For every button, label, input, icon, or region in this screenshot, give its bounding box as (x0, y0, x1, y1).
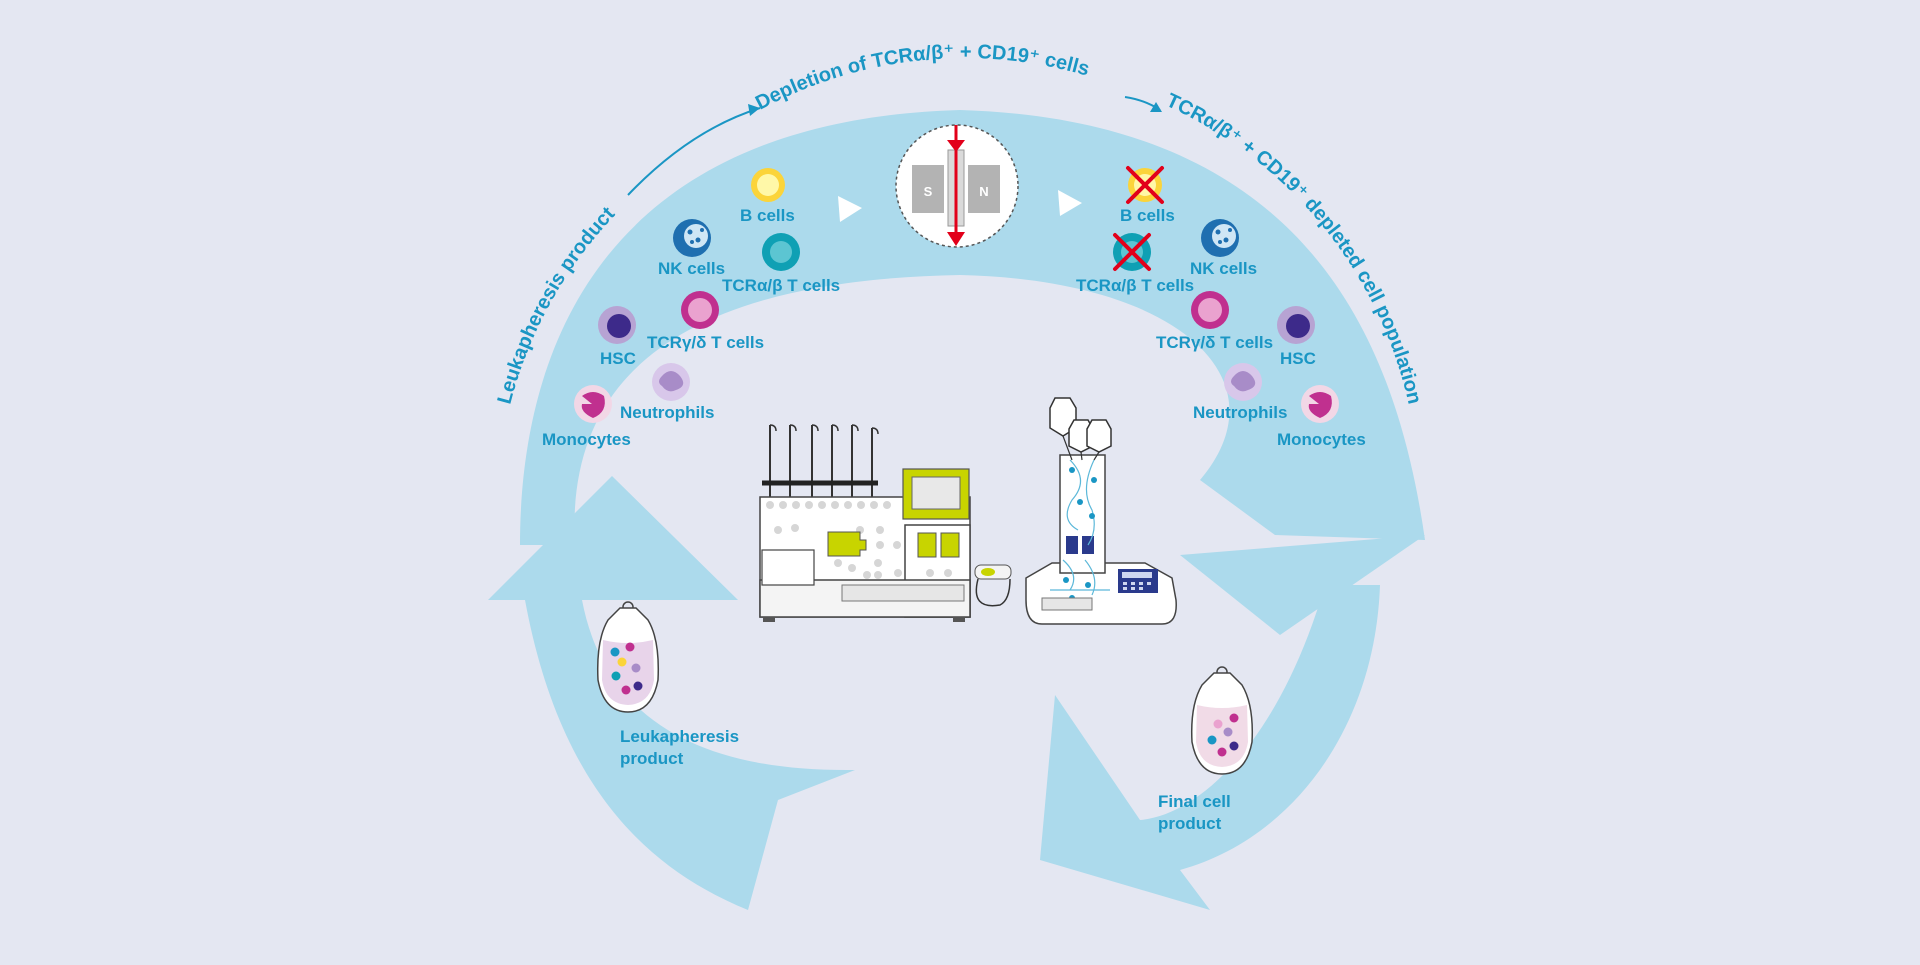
cells-after-depletion: B cells TCRα/β T cells NK cells TCRγ/δ T… (1076, 166, 1366, 449)
b-cell-depleted-icon (1126, 166, 1164, 204)
magnet-north-label: N (979, 184, 988, 199)
nk-cell-after-icon (1201, 219, 1239, 257)
flow-arrow-left (627, 107, 761, 196)
b-cell-icon (751, 168, 785, 202)
label-tcr-gd-before: TCRγ/δ T cells (647, 333, 764, 352)
instrument-drawer (761, 549, 815, 586)
cell-separator-icon (1025, 397, 1177, 625)
left-up-arrowhead (488, 476, 738, 600)
separator-keypad-keys (1123, 582, 1151, 590)
label-monocytes-after: Monocytes (1277, 430, 1366, 449)
label-neutrophils-after: Neutrophils (1193, 403, 1287, 422)
instrument-tray (841, 584, 965, 602)
instrument-yellow-door-left (917, 532, 937, 558)
label-b-cells-before: B cells (740, 206, 795, 225)
tcr-ab-depleted-icon (1113, 233, 1151, 271)
label-final-line1: Final cell (1158, 792, 1231, 811)
top-arc-band (520, 110, 1425, 545)
hsc-cell-after-icon (1277, 306, 1315, 344)
instrument-monitor-screen (911, 476, 961, 510)
label-b-cells-after: B cells (1120, 206, 1175, 225)
label-hsc-after: HSC (1280, 349, 1316, 368)
depleted-cross-icon (1126, 166, 1164, 204)
title-top-arc: Depletion of TCRα/β⁺ + CD19⁺ cells (752, 41, 1092, 114)
separator-bag-lines (1062, 435, 1100, 461)
instrument-yellow-door-right (940, 532, 960, 558)
neutrophil-icon (652, 363, 690, 401)
monocyte-after-icon (1301, 385, 1339, 423)
instrument-hooks (769, 424, 879, 435)
instrument-poles (769, 425, 873, 498)
separator-magnet-left (1066, 536, 1078, 554)
nk-cell-icon (673, 219, 711, 257)
left-arc-arrow (525, 600, 855, 910)
magnet-south-block (912, 165, 944, 213)
separator-tray (1041, 597, 1093, 611)
label-leukapheresis-line1: Leukapheresis (620, 727, 739, 746)
separator-keypad-screen (1122, 572, 1152, 578)
magnet-north-block (968, 165, 1000, 213)
flow-triangle-left (838, 196, 862, 222)
label-nk-cells-after: NK cells (1190, 259, 1257, 278)
instrument-feet (763, 617, 965, 622)
tcr-ab-cell-icon (762, 233, 800, 271)
instrument-yellow-pump (827, 531, 867, 557)
right-down-arrowhead (1180, 535, 1425, 635)
final-product-bag-icon (1190, 666, 1254, 775)
depleted-cross-icon (1113, 233, 1151, 271)
magnet-south-label: S (924, 184, 933, 199)
label-neutrophils-before: Neutrophils (620, 403, 714, 422)
separator-right-bag (1086, 419, 1112, 453)
cells-before-depletion: B cells NK cells TCRα/β T cells TCRγ/δ T… (542, 168, 840, 449)
label-tcr-ab-after: TCRα/β T cells (1076, 276, 1194, 295)
separator-tubing (1050, 459, 1110, 596)
label-monocytes-before: Monocytes (542, 430, 631, 449)
flow-arrow-mid-head (1150, 102, 1162, 112)
tcr-gd-cell-icon (681, 291, 719, 329)
label-leukapheresis-line2: product (620, 749, 684, 768)
magnet-arrow-bottom (947, 232, 965, 246)
leukapheresis-bag-icon (596, 601, 660, 713)
hsc-cell-icon (598, 306, 636, 344)
apheresis-instrument-icon (759, 424, 1012, 622)
label-tcr-gd-after: TCRγ/δ T cells (1156, 333, 1273, 352)
label-tcr-ab-before: TCRα/β T cells (722, 276, 840, 295)
magnet-arrow-top (947, 140, 965, 152)
label-hsc-before: HSC (600, 349, 636, 368)
magnet: S N (895, 124, 1019, 248)
instrument-connector (974, 564, 1012, 607)
flow-triangle-right (1058, 190, 1082, 216)
tcr-gd-cell-after-icon (1191, 291, 1229, 329)
label-nk-cells-before: NK cells (658, 259, 725, 278)
right-arc-arrow (1040, 585, 1380, 910)
neutrophil-after-icon (1224, 363, 1262, 401)
flow-arrow-left-head (748, 104, 760, 116)
monocyte-icon (574, 385, 612, 423)
label-final-line2: product (1158, 814, 1222, 833)
